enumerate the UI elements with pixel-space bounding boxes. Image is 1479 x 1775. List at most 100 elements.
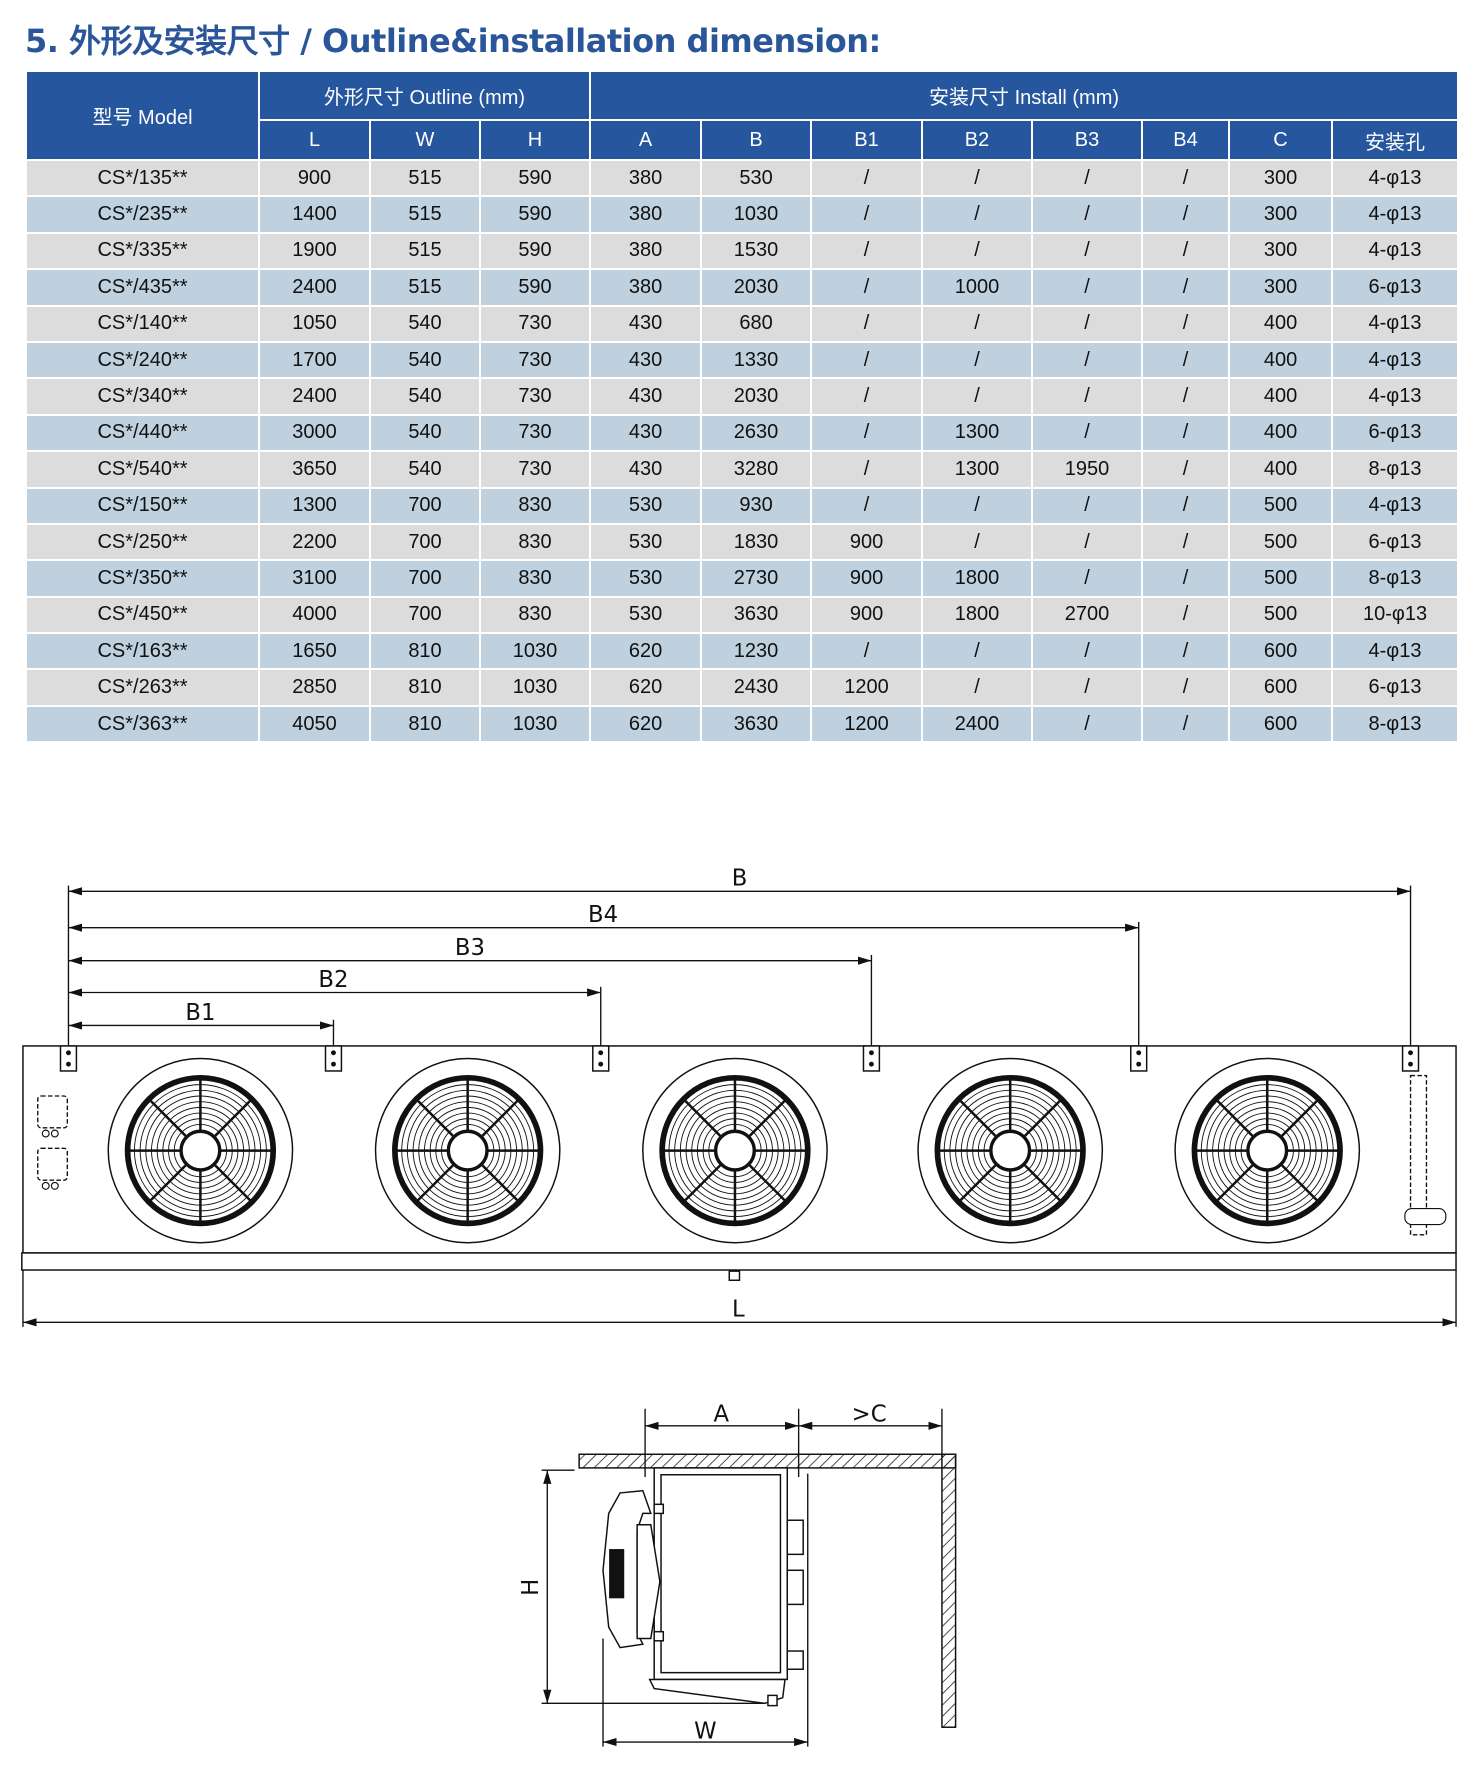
dim-label-b2: B2 <box>318 967 348 993</box>
table-cell: 2400 <box>921 704 1034 744</box>
table-cell: 900 <box>810 522 924 562</box>
table-cell: / <box>1141 450 1231 489</box>
table-cell: 400 <box>1228 304 1334 343</box>
table-cell: / <box>1031 158 1144 198</box>
table-cell: 6-φ13 <box>1331 668 1460 707</box>
table-cell: 700 <box>369 559 481 598</box>
table-cell: / <box>1141 231 1231 271</box>
table-cell: 1030 <box>478 632 592 671</box>
table-cell: 730 <box>478 304 592 343</box>
table-cell: 1000 <box>921 268 1034 307</box>
table-cell: 300 <box>1228 195 1334 234</box>
table-cell: / <box>810 304 924 343</box>
table-cell: / <box>1031 668 1144 707</box>
table-cell: 590 <box>478 268 592 307</box>
mounting-brackets <box>59 1045 1420 1072</box>
table-cell: 4-φ13 <box>1331 158 1460 198</box>
table-cell: 515 <box>369 158 481 198</box>
column-header: W <box>369 119 481 161</box>
model-cell: CS*/263** <box>25 668 260 707</box>
table-cell: 1030 <box>478 668 592 707</box>
table-cell: / <box>1141 632 1231 671</box>
table-cell: 620 <box>589 668 703 707</box>
table-cell: 430 <box>589 340 703 380</box>
table-cell: 2730 <box>700 559 813 598</box>
table-cell: / <box>1141 195 1231 234</box>
table-cell: 4-φ13 <box>1331 632 1460 671</box>
table-cell: 4-φ13 <box>1331 486 1460 525</box>
table-cell: 700 <box>369 595 481 635</box>
table-cell: 730 <box>478 377 592 416</box>
table-cell: 380 <box>589 268 703 307</box>
table-cell: / <box>1141 158 1231 198</box>
model-cell: CS*/140** <box>25 304 260 343</box>
table-cell: 600 <box>1228 632 1334 671</box>
table-cell: 3280 <box>700 450 813 489</box>
table-cell: 400 <box>1228 340 1334 380</box>
table-cell: 2400 <box>258 268 371 307</box>
wall <box>941 1453 957 1728</box>
table-cell: 540 <box>369 304 481 343</box>
bracket <box>324 1045 343 1072</box>
table-cell: / <box>1031 704 1144 744</box>
table-cell: 300 <box>1228 268 1334 307</box>
table-cell: / <box>1141 304 1231 343</box>
table-cell: / <box>1141 522 1231 562</box>
table-cell: 2430 <box>700 668 813 707</box>
table-cell: 1830 <box>700 522 813 562</box>
table-cell: / <box>1141 340 1231 380</box>
table-cell: 500 <box>1228 486 1334 525</box>
table-cell: 2030 <box>700 268 813 307</box>
table-cell: / <box>1141 704 1231 744</box>
column-header: B <box>700 119 813 161</box>
table-cell: 1650 <box>258 632 371 671</box>
dim-label-a: A <box>714 1401 730 1427</box>
fan-icon <box>643 1058 827 1242</box>
table-cell: 540 <box>369 340 481 380</box>
table-cell: 1530 <box>700 231 813 271</box>
column-header: A <box>589 119 703 161</box>
table-cell: / <box>921 632 1034 671</box>
model-cell: CS*/363** <box>25 704 260 744</box>
column-header: L <box>258 119 371 161</box>
table-cell: 1050 <box>258 304 371 343</box>
table-cell: 4-φ13 <box>1331 340 1460 380</box>
table-cell: / <box>921 377 1034 416</box>
table-cell: 430 <box>589 377 703 416</box>
table-cell: 1900 <box>258 231 371 271</box>
table-cell: / <box>1031 522 1144 562</box>
table-cell: 530 <box>589 486 703 525</box>
table-cell: 500 <box>1228 595 1334 635</box>
table-cell: 700 <box>369 522 481 562</box>
table-cell: 3100 <box>258 559 371 598</box>
model-cell: CS*/540** <box>25 450 260 489</box>
table-cell: / <box>810 195 924 234</box>
table-cell: 4050 <box>258 704 371 744</box>
table-cell: 2200 <box>258 522 371 562</box>
model-cell: CS*/450** <box>25 595 260 635</box>
table-cell: 810 <box>369 704 481 744</box>
table-cell: 530 <box>589 595 703 635</box>
table-cell: 8-φ13 <box>1331 704 1460 744</box>
table-cell: 430 <box>589 304 703 343</box>
fan-icon <box>1175 1058 1359 1242</box>
table-cell: 2700 <box>1031 595 1144 635</box>
dim-label-b1: B1 <box>185 1000 215 1026</box>
table-cell: 700 <box>369 486 481 525</box>
table-cell: / <box>921 195 1034 234</box>
table-cell: 400 <box>1228 377 1334 416</box>
table-cell: 430 <box>589 450 703 489</box>
table-cell: / <box>1141 268 1231 307</box>
table-cell: / <box>921 340 1034 380</box>
table-cell: 1300 <box>921 450 1034 489</box>
